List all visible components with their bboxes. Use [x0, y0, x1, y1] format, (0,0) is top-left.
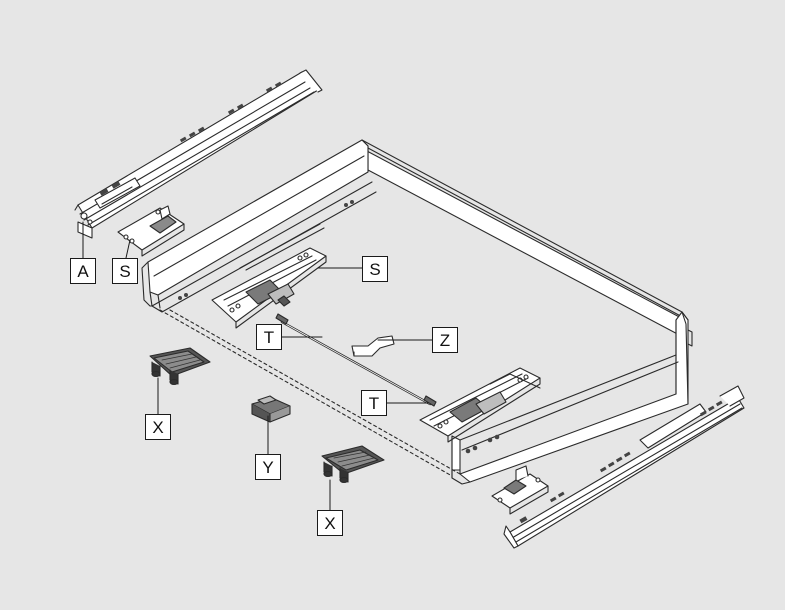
- leader-lines: [82, 221, 433, 511]
- callout-a: A: [70, 258, 96, 284]
- callout-t-top: T: [256, 324, 282, 350]
- front-clip-right: [321, 445, 385, 484]
- drawer-box: [141, 139, 693, 485]
- left-runner: [74, 69, 323, 239]
- stabilizer-clip: [351, 335, 395, 357]
- front-clip-left: [149, 347, 211, 386]
- callout-s-left: S: [112, 258, 138, 284]
- sync-unit-upper: [211, 223, 327, 329]
- callout-x-bottom: X: [317, 510, 343, 536]
- left-bracket: [117, 205, 185, 257]
- callout-y: Y: [255, 454, 281, 480]
- sync-unit-lower: [419, 367, 541, 443]
- callout-z: Z: [432, 327, 458, 353]
- sync-rod: [275, 313, 437, 407]
- callout-s-right: S: [362, 256, 388, 282]
- right-bracket: [491, 465, 549, 515]
- right-runner: [503, 385, 745, 549]
- callout-t-bottom: T: [361, 390, 387, 416]
- adapter-clip: [251, 395, 291, 423]
- callout-x-left: X: [145, 414, 171, 440]
